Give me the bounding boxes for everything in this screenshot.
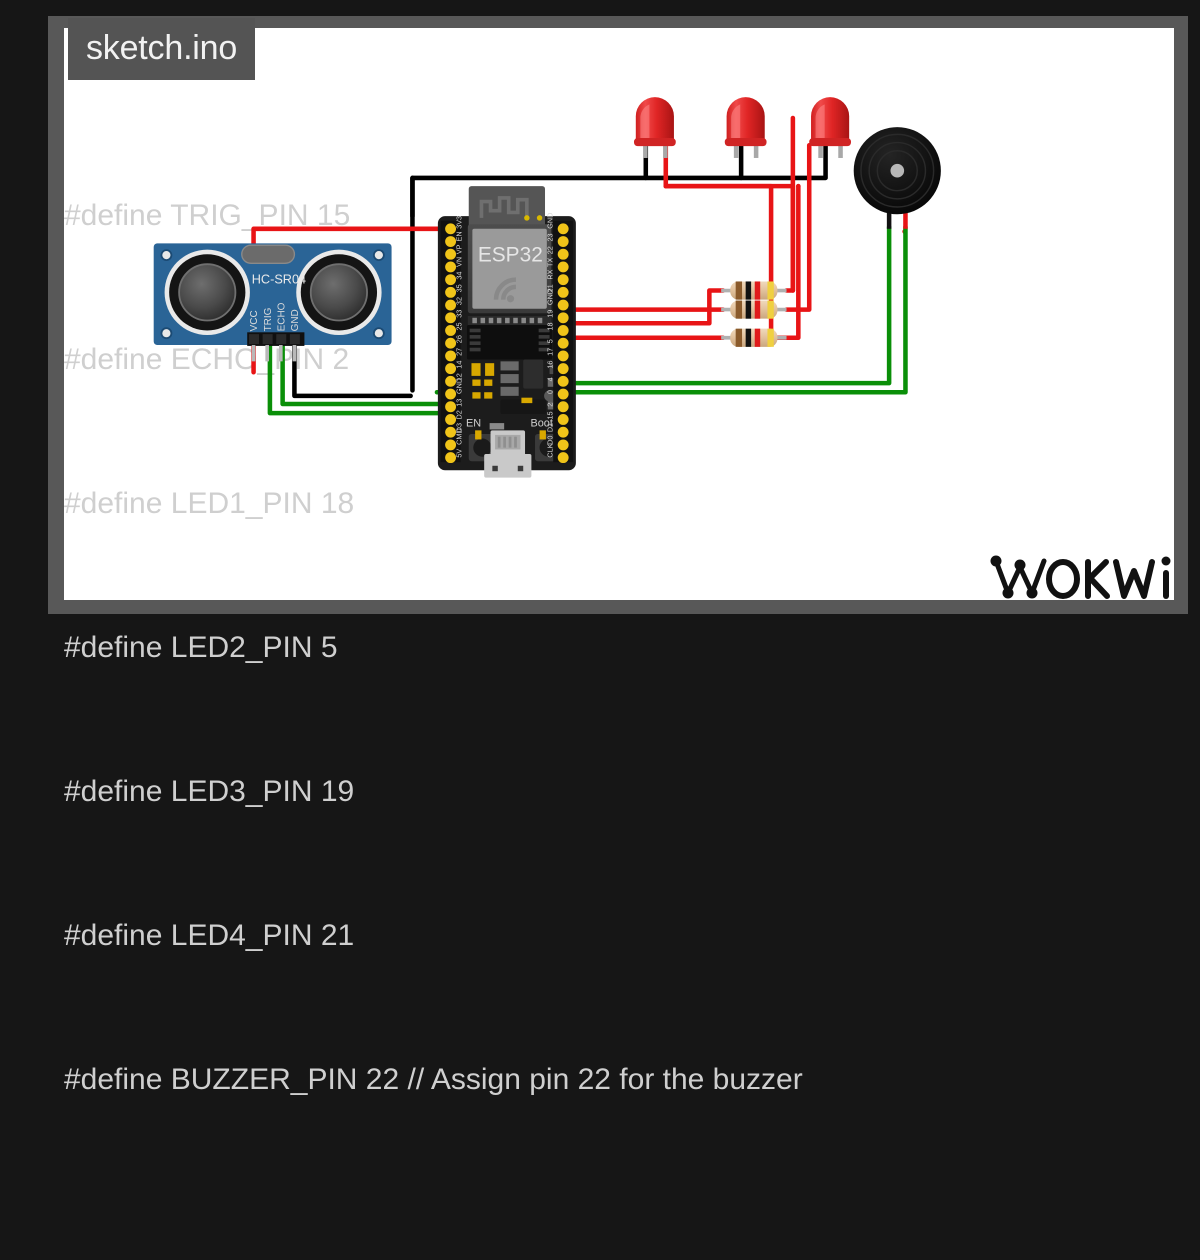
buzzer[interactable]	[853, 127, 941, 229]
wire-gnd-led2[interactable]	[643, 143, 744, 181]
pin-label-right: GND	[545, 289, 554, 305]
sensor-pin-trig: TRIG	[263, 307, 274, 331]
pin-label-left: 26	[454, 335, 463, 343]
pin-label-left: D3	[454, 423, 463, 432]
pin-label-left: 5V	[454, 449, 463, 458]
pin-label-right: 21	[545, 284, 554, 292]
pin-label-left: 12	[454, 373, 463, 381]
pin-label-right: 22	[545, 246, 554, 254]
en-button-label: EN	[466, 418, 481, 430]
pin-label-left: 14	[454, 361, 463, 369]
wokwi-diagram-screenshot: #define TRIG_PIN 15 #define ECHO_PIN 2 #…	[0, 0, 1188, 1096]
pin-label-right: 15	[545, 411, 554, 419]
wifi-icon	[493, 277, 517, 303]
pin-label-right: RX	[545, 269, 554, 279]
resistor-1[interactable]	[721, 281, 787, 300]
wire-group-ground[interactable]	[292, 143, 828, 399]
wire-res1-led1[interactable]	[663, 143, 796, 293]
pin-label-left: CMD	[454, 428, 463, 445]
pin-label-left: 25	[454, 322, 463, 330]
transducer-left	[164, 249, 250, 336]
pin-label-left: 13	[454, 399, 463, 407]
wire-res2-led3[interactable]	[784, 143, 812, 312]
pin-label-right: GND	[545, 213, 554, 229]
wire-gnd-led3[interactable]	[738, 143, 828, 181]
pin-label-right: 5	[545, 339, 554, 343]
pin-label-right: 18	[545, 322, 554, 330]
pin-label-right: 16	[545, 361, 554, 369]
file-tab-sketch-ino[interactable]: sketch.ino	[68, 18, 256, 80]
circuit-diagram[interactable]: HC-SR04 VCC TRIG ECHO GND	[0, 0, 1110, 572]
pin-label-left: VN	[454, 257, 463, 267]
resistor-2[interactable]	[721, 300, 787, 319]
sensor-pin-vcc: VCC	[249, 310, 260, 331]
pin-label-right: TX	[545, 258, 554, 267]
led-1[interactable]	[633, 97, 676, 158]
wokwi-logo: WOKWi	[988, 549, 1178, 608]
code-line: #define BUZZER_PIN 22 // Assign pin 22 f…	[64, 1063, 803, 1096]
code-line: #define LED3_PIN 19	[64, 775, 355, 808]
pin-label-left: EN	[454, 231, 463, 241]
pin-label-right: D1	[545, 423, 554, 432]
sensor-label: HC-SR04	[252, 271, 306, 286]
code-line: #define LED4_PIN 21	[64, 919, 355, 952]
pin-label-right: 17	[545, 348, 554, 356]
pin-label-right: 23	[545, 233, 554, 241]
pin-label-right: 4	[545, 377, 554, 381]
pin-label-left: 32	[454, 297, 463, 305]
pin-label-right: 19	[545, 310, 554, 318]
sensor-pin-gnd: GND	[290, 309, 301, 331]
pin-label-left: GND	[454, 378, 463, 394]
led-3[interactable]	[809, 97, 851, 158]
esp32-label: ESP32	[478, 243, 543, 266]
ultrasonic-sensor[interactable]: HC-SR04 VCC TRIG ECHO GND	[153, 243, 392, 362]
pin-label-left: D2	[454, 410, 463, 419]
pin-label-left: 35	[454, 284, 463, 292]
wire-gnd-sensor[interactable]	[292, 342, 413, 399]
wokwi-logo-dot	[1161, 556, 1171, 566]
transducer-right	[296, 249, 382, 336]
pin-label-right: 2	[545, 403, 554, 407]
wokwi-logo-mark: WOKWi	[990, 555, 1171, 599]
pin-header-right[interactable]: GND 23 22 TX RX 21 GND 19 18 5 17 16 4 0…	[545, 213, 574, 464]
pin-label-left: VP	[454, 244, 463, 254]
wire-gnd-led1[interactable]	[410, 143, 649, 393]
boot-button-label: Boot	[530, 418, 552, 430]
microcontroller[interactable]: ESP32	[437, 186, 576, 478]
led-2[interactable]	[724, 97, 767, 158]
pin-label-left: 34	[454, 272, 463, 280]
pin-label-left: 27	[454, 348, 463, 356]
pin-label-left: 3V3	[454, 216, 463, 229]
code-line: #define LED2_PIN 5	[64, 631, 338, 664]
pin-label-right: D0	[545, 436, 554, 445]
resistor-3[interactable]	[721, 328, 787, 347]
wire-buzzer-pos[interactable]	[572, 224, 908, 395]
pin-header-left[interactable]: 3V3 EN VP VN 34 35 32 33 25 26 27 14 12 …	[440, 216, 464, 464]
wire-buzzer-neg[interactable]	[572, 224, 892, 386]
pin-label-right: 0	[545, 390, 554, 394]
pin-label-left: 33	[454, 310, 463, 318]
pin-label-right: CLK	[545, 443, 554, 457]
sensor-pin-echo: ECHO	[276, 302, 287, 331]
wire-pin18-res1[interactable]	[572, 288, 726, 326]
code-line	[64, 1200, 1064, 1248]
